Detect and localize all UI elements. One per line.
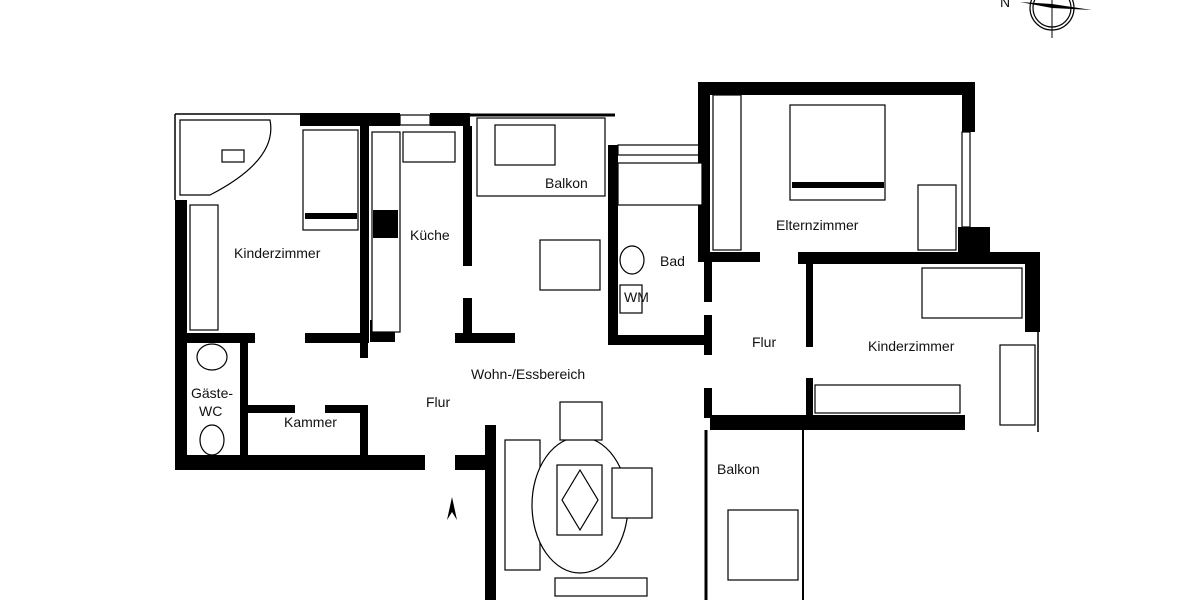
room-label-balkon-2: Balkon — [717, 461, 760, 477]
room-label-kammer: Kammer — [284, 414, 337, 430]
compass-rose-icon: N — [1000, 0, 1092, 38]
walls — [174, 82, 1040, 600]
room-label-flur-2: Flur — [752, 334, 776, 350]
room-label-kueche: Küche — [410, 227, 450, 243]
room-label-kinderzimmer-2: Kinderzimmer — [868, 338, 955, 354]
room-label-gaeste-wc-2: WC — [199, 403, 222, 419]
room-label-bad: Bad — [660, 253, 685, 269]
furniture: WM — [179, 94, 1036, 597]
entrance-arrow-icon — [447, 497, 457, 520]
room-label-kinderzimmer-1: Kinderzimmer — [234, 245, 321, 261]
compass-north-label: N — [1000, 0, 1010, 10]
washer-label: WM — [624, 289, 649, 305]
room-label-flur-1: Flur — [426, 394, 450, 410]
room-label-elternzimmer: Elternzimmer — [776, 217, 859, 233]
room-label-gaeste-wc-1: Gäste- — [191, 385, 233, 401]
room-label-balkon-1: Balkon — [545, 175, 588, 191]
room-label-wohn-essbereich: Wohn-/Essbereich — [471, 366, 585, 382]
room-labels: Kinderzimmer Küche Balkon Bad Elternzimm… — [191, 175, 955, 477]
